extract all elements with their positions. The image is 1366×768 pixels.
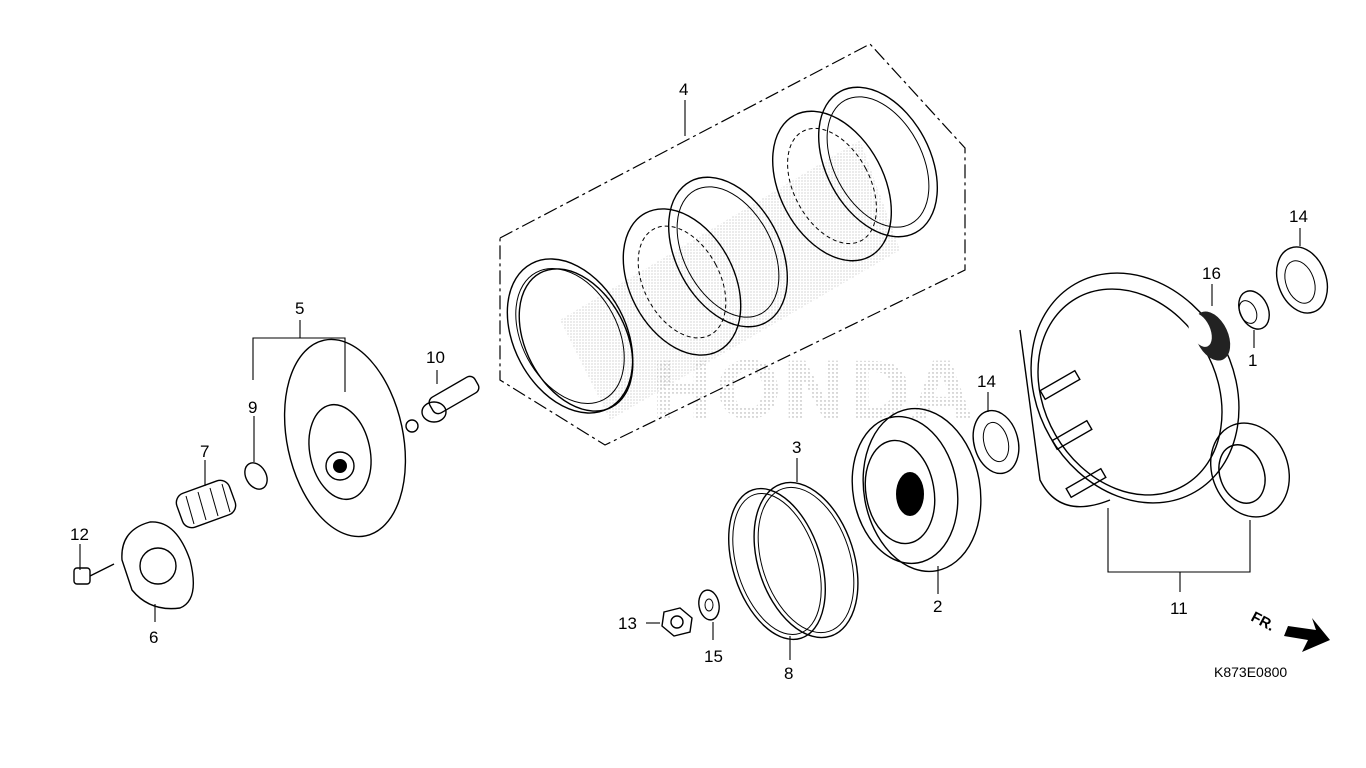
lifter-plate bbox=[121, 521, 194, 622]
thrust-washer bbox=[972, 392, 1020, 475]
diagram-code: K873E0800 bbox=[1214, 664, 1287, 680]
callout-6: 6 bbox=[149, 628, 158, 647]
callout-2: 2 bbox=[933, 597, 942, 616]
pressure-plate-assembly bbox=[252, 320, 407, 538]
front-label: FR. bbox=[1248, 609, 1277, 635]
callout-11: 11 bbox=[1170, 599, 1188, 618]
clutch-outer-bracket bbox=[1107, 508, 1251, 573]
callout-12: 12 bbox=[70, 525, 89, 544]
front-direction-indicator: FR. bbox=[1248, 609, 1330, 652]
lock-nut bbox=[646, 607, 693, 637]
steel-plate bbox=[771, 110, 893, 262]
callout-15: 15 bbox=[704, 647, 723, 666]
damper-ring bbox=[728, 487, 826, 660]
callout-5: 5 bbox=[295, 299, 304, 318]
callout-13: 13 bbox=[618, 614, 637, 633]
flange-bolt bbox=[73, 544, 115, 585]
clutch-spring bbox=[175, 460, 237, 529]
washer bbox=[698, 589, 720, 640]
steel-plate bbox=[622, 208, 742, 356]
clutch-center bbox=[851, 407, 982, 594]
callout-14: 14 bbox=[977, 372, 996, 391]
callout-3: 3 bbox=[792, 438, 801, 457]
collar bbox=[1238, 290, 1270, 348]
clutch-outer bbox=[1019, 272, 1240, 508]
o-ring bbox=[753, 458, 859, 639]
callout-7: 7 bbox=[200, 442, 209, 461]
callout-14: 14 bbox=[1289, 207, 1308, 226]
friction-disc bbox=[506, 258, 634, 414]
primary-driven-gear bbox=[1209, 422, 1291, 518]
callout-10: 10 bbox=[426, 348, 445, 367]
thrust-washer bbox=[1275, 228, 1329, 314]
front-arrow-icon bbox=[1284, 618, 1330, 652]
callout-4: 4 bbox=[679, 80, 688, 99]
friction-disc bbox=[667, 176, 789, 328]
callout-1: 1 bbox=[1248, 351, 1257, 370]
clutch-plate-set bbox=[499, 43, 966, 446]
callout-9: 9 bbox=[248, 398, 257, 417]
circlip bbox=[244, 416, 268, 490]
lifter-rod bbox=[405, 370, 480, 433]
callout-8: 8 bbox=[784, 664, 793, 683]
needle-bearing bbox=[1188, 284, 1231, 361]
callout-16: 16 bbox=[1202, 264, 1221, 283]
friction-disc bbox=[817, 86, 939, 238]
